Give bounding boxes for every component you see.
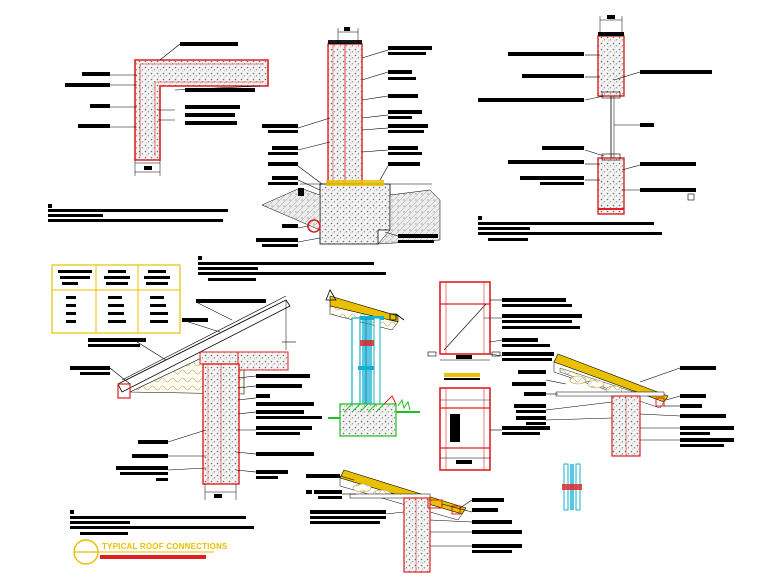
detail-window-wall [478,15,712,241]
detail-roof-wall-bottom [306,469,522,573]
note-block-center [198,256,386,281]
detail-l-corner [48,42,269,222]
sheet-title-block: TYPICAL ROOF CONNECTIONS [73,539,228,565]
detail-wall-footing [256,27,441,247]
detail-frames [427,281,582,471]
detail-roof-wall-left [70,295,322,535]
schedule-table [51,264,181,334]
detail-glazed-section [325,289,420,437]
sheet-title: TYPICAL ROOF CONNECTIONS [102,542,228,551]
detail-roof-wall-right [512,353,734,511]
